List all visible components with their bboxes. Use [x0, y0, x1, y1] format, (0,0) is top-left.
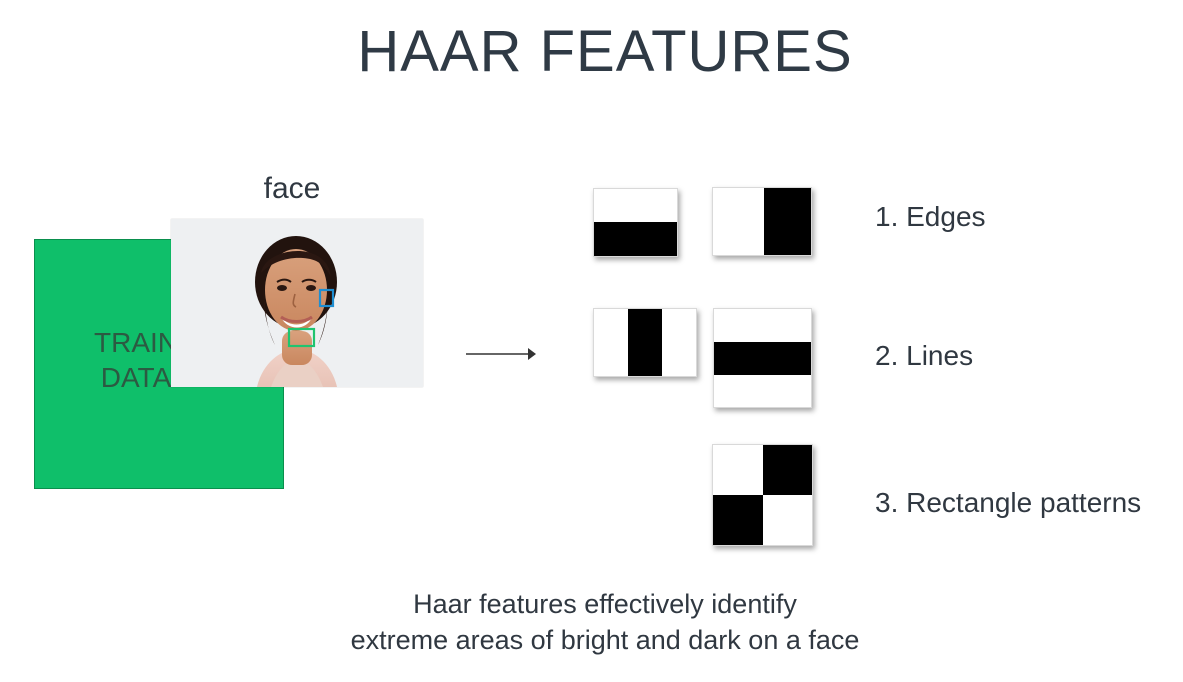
- dark-region-top-right: [763, 445, 812, 495]
- rectangle-pattern-feature: [712, 444, 813, 546]
- training-data-line-1: TRAIN: [94, 327, 178, 358]
- rectangle-patterns-label: 3. Rectangle patterns: [875, 487, 1142, 518]
- caption-line-2: extreme areas of bright and dark on a fa…: [350, 625, 860, 655]
- dark-region: [764, 188, 811, 255]
- caption-line-1: Haar features effectively identify: [413, 589, 797, 619]
- lines-label: 2. Lines: [875, 340, 974, 371]
- edges-label: 1. Edges: [875, 201, 986, 232]
- edge-feature-vertical: [712, 187, 812, 256]
- dark-region: [594, 222, 677, 256]
- face-illustration: [171, 219, 423, 387]
- dark-region: [714, 342, 811, 375]
- right-arrow-icon: [466, 348, 536, 360]
- training-data-label: TRAIN DATA: [46, 325, 226, 395]
- edge-feature-horizontal: [593, 188, 678, 257]
- slide-title: HAAR FEATURES: [357, 19, 853, 84]
- face-photo: [171, 219, 423, 387]
- line-feature-vertical: [593, 308, 697, 377]
- face-label: face: [263, 172, 321, 205]
- caption: Haar features effectively identify extre…: [170, 586, 1040, 658]
- dark-region-bottom-left: [713, 495, 763, 545]
- dark-region: [628, 309, 662, 376]
- training-data-line-2: DATA: [100, 362, 172, 393]
- line-feature-horizontal: [713, 308, 812, 408]
